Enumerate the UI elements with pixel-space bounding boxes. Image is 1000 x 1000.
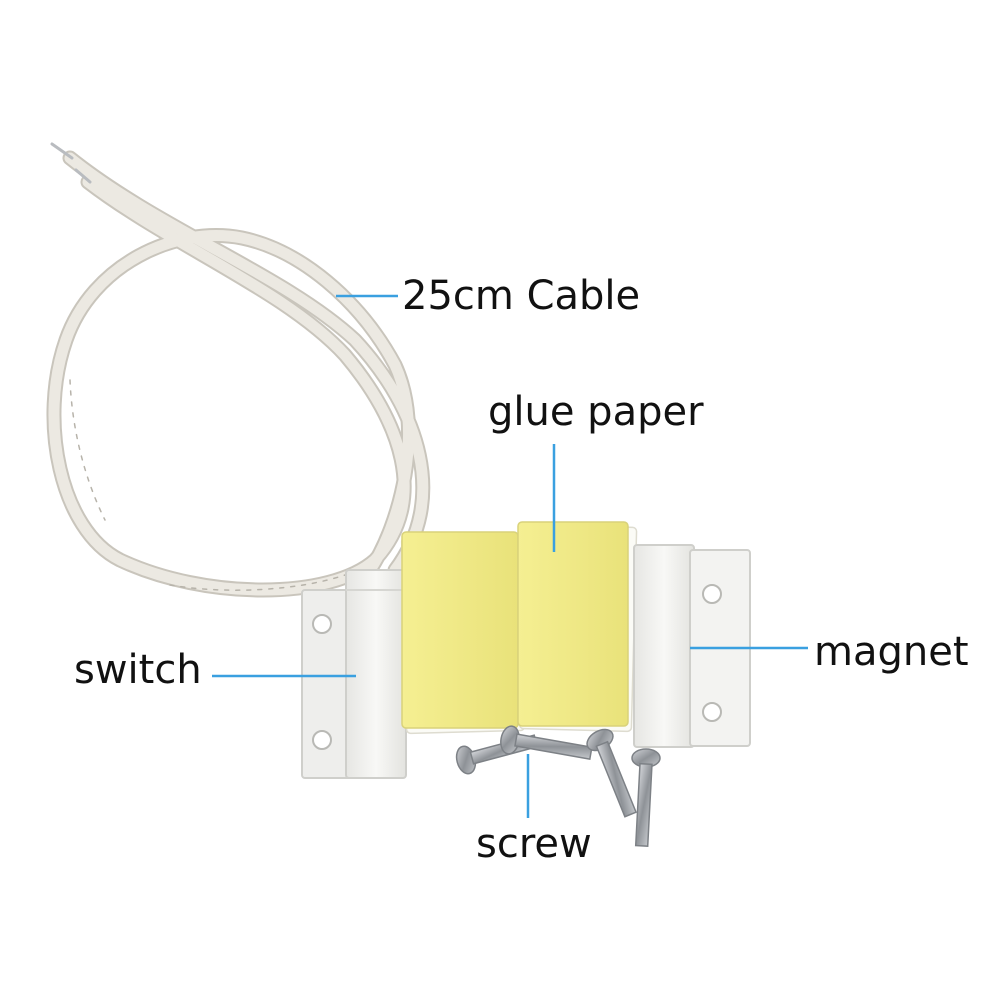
switch-label: switch	[74, 647, 202, 693]
screw-label: screw	[476, 821, 592, 867]
leader-lines	[212, 294, 808, 818]
screw-icon	[455, 725, 661, 847]
switch-housing	[301, 569, 407, 779]
magnet-block-icon	[633, 544, 751, 748]
adhesive-pad-icon	[400, 521, 638, 735]
glue-paper-label: glue paper	[488, 389, 704, 435]
cable-label: 25cm Cable	[402, 273, 641, 319]
cable-icon	[46, 142, 431, 598]
magnet-label: magnet	[814, 629, 969, 675]
